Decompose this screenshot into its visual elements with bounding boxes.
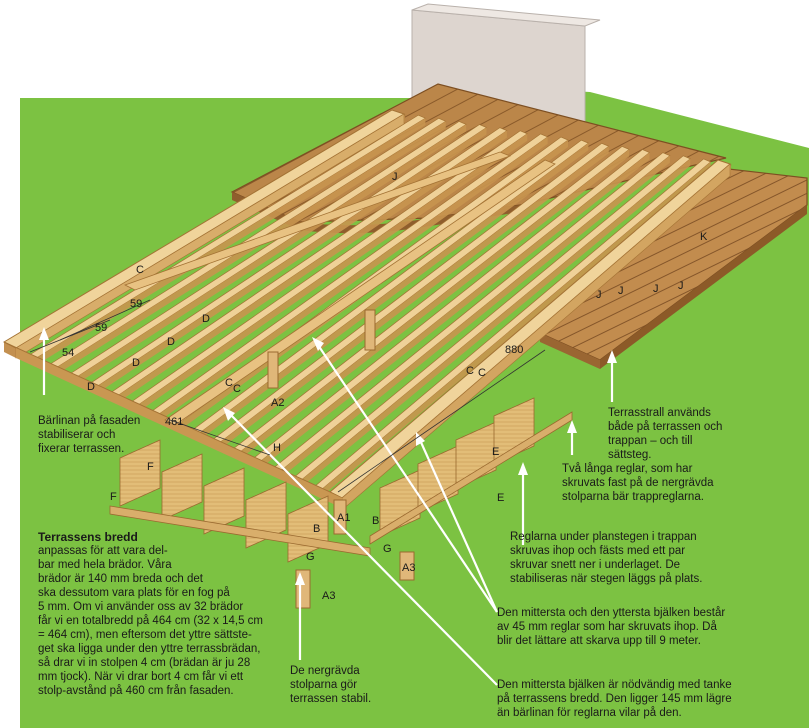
label-D-2: D	[167, 336, 175, 348]
dimension-54: 54	[62, 347, 75, 359]
joist-side	[200, 143, 589, 440]
joist-side	[220, 146, 609, 449]
terrace-width-title: Terrassens bredd	[38, 530, 138, 544]
label-A3-2: A3	[322, 590, 336, 602]
joist-side	[302, 158, 691, 487]
label-E-2: E	[497, 492, 505, 504]
dimension-461: 461	[165, 416, 184, 428]
label-J-2: J	[618, 285, 624, 297]
label-K: K	[700, 231, 708, 243]
stairs-frame-right	[369, 397, 573, 545]
label-J-deck: J	[392, 171, 398, 183]
label-B-2: B	[372, 515, 380, 527]
label-C-2: C	[225, 377, 233, 389]
stair-decking	[538, 167, 808, 369]
callout-lines	[42, 335, 614, 686]
joist-side	[261, 152, 650, 468]
label-G-2: G	[383, 543, 392, 555]
label-F-2: F	[110, 491, 117, 503]
caption-middle-outer-joist: Den mittersta och den yttersta bjälken b…	[497, 607, 726, 647]
stair-stringer	[161, 453, 203, 521]
joist-side	[159, 136, 548, 421]
joist-side	[322, 161, 711, 496]
dimension-lines	[29, 299, 546, 493]
label-J-1: J	[596, 289, 602, 301]
rim-beams	[2, 109, 731, 511]
label-B-1: B	[313, 523, 321, 535]
joist-side	[281, 155, 670, 477]
label-H: H	[273, 442, 281, 454]
label-A3-1: A3	[402, 562, 416, 574]
dimension-59-b: 59	[95, 322, 108, 334]
stair-stringer	[119, 439, 161, 507]
dimension-59-a: 59	[130, 298, 143, 310]
joist-side	[241, 149, 630, 459]
stairs-frame-left	[109, 439, 371, 563]
label-E-1: E	[492, 446, 500, 458]
label-J-3: J	[653, 283, 659, 295]
label-D-3: D	[132, 357, 140, 369]
label-C-4: C	[466, 365, 474, 377]
label-A1: A1	[337, 512, 351, 524]
stair-stringer	[203, 467, 245, 535]
joist-side	[118, 130, 507, 402]
terrace-width-text: Terrassens bredd anpassas för att vara d…	[38, 530, 264, 697]
label-J-4: J	[678, 280, 684, 292]
label-C-3: C	[233, 383, 241, 395]
label-D-1: D	[202, 313, 210, 325]
joist-side	[78, 124, 467, 384]
label-F-1: F	[147, 461, 154, 473]
label-A2: A2	[271, 397, 285, 409]
callout-markers	[39, 327, 617, 585]
caption-middle-joist: Den mittersta bjälken är nödvändig med t…	[497, 679, 732, 719]
joist-side	[139, 133, 528, 412]
label-G-1: G	[306, 551, 315, 563]
joist-side	[37, 118, 426, 365]
label-C-1: C	[136, 264, 144, 276]
label-D-4: D	[87, 381, 95, 393]
middle-beam	[123, 151, 556, 426]
label-C-5: C	[478, 367, 486, 379]
dimension-880: 880	[505, 344, 524, 356]
